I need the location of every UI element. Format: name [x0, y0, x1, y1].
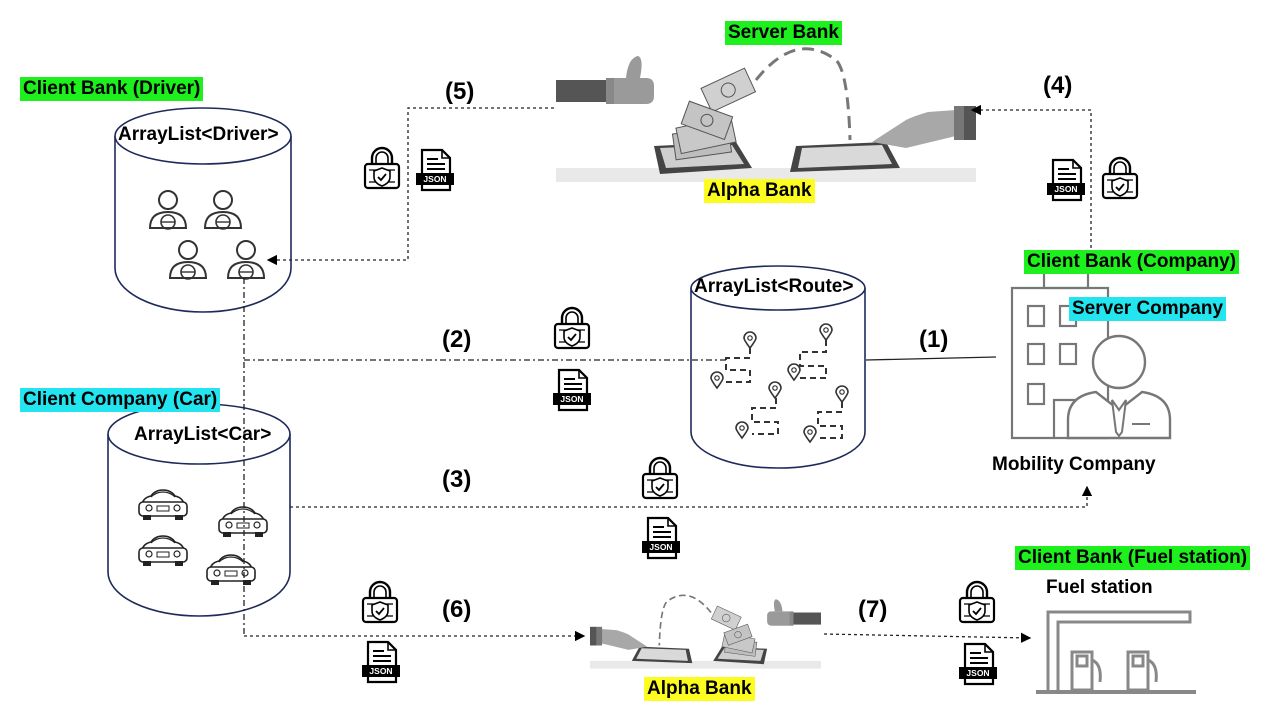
fuel-station-icon [1036, 610, 1196, 694]
json-badge-text: JSON [423, 174, 446, 184]
step-label-3: (3) [442, 466, 472, 493]
json-file-icon [957, 642, 999, 686]
flow-3 [290, 485, 1093, 508]
json-badge-text: JSON [649, 542, 672, 552]
json-file-icon [414, 148, 456, 192]
flow-2 [243, 278, 728, 636]
label-server-bank: Server Bank [725, 21, 842, 45]
flow-1 [865, 356, 997, 361]
label-client-bank-company: Client Bank (Company) [1024, 250, 1240, 274]
lock-icon [363, 146, 401, 190]
label-server-company: Server Company [1069, 297, 1227, 321]
store-car-title: ArrayList<Car> [134, 424, 272, 445]
flow-7 [823, 632, 1032, 644]
lock-icon [1101, 156, 1139, 200]
json-file-icon [1045, 158, 1087, 202]
json-badge-text: JSON [560, 394, 583, 404]
label-fuel-station: Fuel station [1046, 577, 1153, 598]
label-alpha-bank-bottom: Alpha Bank [644, 677, 755, 701]
label-client-company-car: Client Company (Car) [20, 388, 221, 412]
json-badge-text: JSON [1054, 184, 1077, 194]
step-label-6: (6) [442, 596, 472, 623]
bank-transfer-illustration-top [554, 47, 978, 184]
step-label-4: (4) [1043, 72, 1073, 99]
flow-5 [266, 107, 554, 266]
json-file-icon [360, 640, 402, 684]
step-label-5: (5) [445, 78, 475, 105]
step-label-1: (1) [919, 326, 949, 353]
json-badge-text: JSON [966, 668, 989, 678]
label-alpha-bank-top: Alpha Bank [704, 179, 815, 203]
json-file-icon [640, 516, 682, 560]
store-driver-title: ArrayList<Driver> [118, 124, 279, 145]
step-label-2: (2) [442, 326, 472, 353]
business-person-icon [1066, 334, 1172, 440]
lock-icon [641, 456, 679, 500]
label-mobility-company: Mobility Company [992, 454, 1156, 475]
json-badge-text: JSON [369, 666, 392, 676]
json-file-icon [551, 368, 593, 412]
route-paths [725, 340, 843, 439]
lock-icon [361, 580, 399, 624]
flow-4 [970, 104, 1092, 248]
label-client-bank-driver: Client Bank (Driver) [20, 77, 204, 101]
lock-icon [958, 580, 996, 624]
bank-transfer-illustration-bottom [589, 594, 822, 670]
step-label-7: (7) [858, 596, 888, 623]
label-client-bank-fuel: Client Bank (Fuel station) [1015, 546, 1251, 570]
lock-icon [553, 306, 591, 350]
store-route-title: ArrayList<Route> [694, 276, 854, 297]
